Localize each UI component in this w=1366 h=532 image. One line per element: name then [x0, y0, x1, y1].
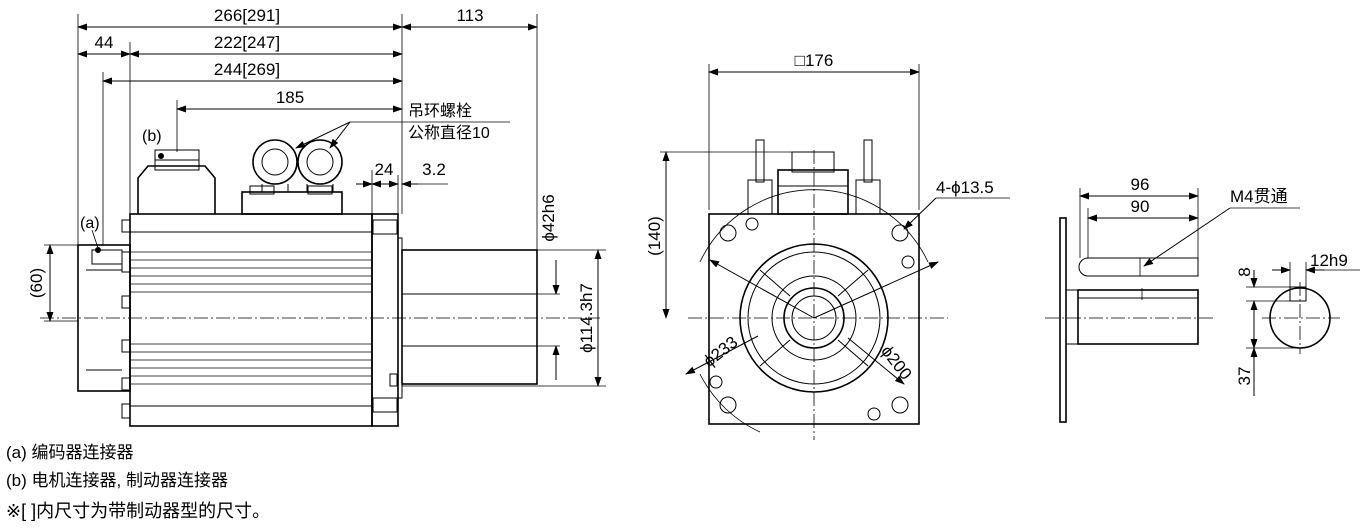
legend-line-a: (a) 编码器连接器	[6, 443, 134, 462]
dim-holes: 4-ϕ13.5	[936, 178, 994, 197]
dim-total-length: 266[291]	[214, 6, 280, 25]
dim-key-len-90: 90	[1131, 197, 1150, 216]
dim-eyebolt-position: 185	[276, 88, 304, 107]
dim-shaft-diameter: ϕ42h6	[539, 194, 558, 241]
dim-flange-thickness: 24	[375, 160, 394, 179]
dim-encoder-offset: 44	[95, 33, 114, 52]
dim-body-length-a: 222[247]	[214, 33, 280, 52]
dim-tapped-hole: M4贯通	[1230, 187, 1288, 206]
dim-key-depth: 8	[1235, 267, 1254, 276]
dim-spigot-diameter: ϕ114.3h7	[577, 283, 596, 353]
dim-shaft-to-key: 37	[1235, 367, 1254, 386]
legend-line-b: (b) 电机连接器, 制动器连接器	[6, 471, 228, 490]
eyebolt-note-line1: 吊环螺栓	[408, 102, 472, 120]
dim-shaft-len-96: 96	[1131, 175, 1150, 194]
dim-flange-square: □176	[795, 51, 834, 70]
dim-front-height: (140)	[645, 216, 664, 256]
motor-connector	[137, 165, 216, 214]
dim-bolt-circle: ϕ233	[700, 333, 742, 371]
front-view: □176 (140)	[645, 51, 1010, 440]
dim-spigot-depth: 3.2	[422, 160, 446, 179]
dim-encoder-height: (60)	[27, 268, 46, 298]
motor-flange	[371, 213, 399, 427]
motor-shaft	[401, 249, 538, 385]
encoder-housing	[77, 244, 131, 392]
motor-body	[129, 213, 373, 427]
dim-pilot-circle: ϕ200	[877, 342, 915, 384]
dim-body-length-b: 244[269]	[214, 60, 280, 79]
label-a: (a)	[80, 215, 100, 232]
eyebolt-base	[241, 191, 343, 215]
dim-shaft-length: 113	[456, 6, 483, 25]
legend-note: ※[ ]内尺寸为带制动器型的尺寸。	[6, 501, 271, 521]
shaft-detail: 96 90 M4贯通 12h9 8 37	[1045, 175, 1360, 423]
side-view: 266[291] 113 44 222[247] 244[269] 185 吊环…	[27, 6, 606, 427]
eyebolt-note-line2: 公称直径10	[408, 124, 490, 142]
label-b: (b)	[142, 128, 162, 145]
dim-key-width: 12h9	[1310, 251, 1348, 270]
